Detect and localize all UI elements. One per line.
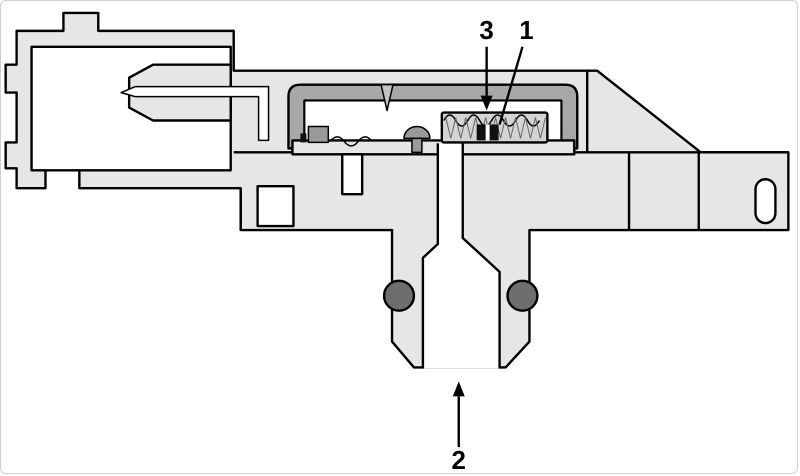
callout-2-arrowhead [452,381,465,397]
component-chip-small [300,133,307,143]
component-block [307,125,330,144]
protective-gel-waves [443,114,541,127]
port-bore [422,143,500,369]
gel-hatch-pattern [445,117,546,139]
callout-1-leader-line [498,46,524,125]
bracket-lightening-hole [256,185,295,228]
pressure-channel [421,143,501,369]
terminal-blade [120,85,270,142]
callouts: 3 1 2 [452,17,534,474]
o-ring-right [506,279,539,312]
callout-2-label: 2 [452,447,466,474]
vent-pin [380,83,394,112]
support-leg-slot [341,153,364,196]
port-bore-left-wall [421,143,440,369]
port-seals [382,279,539,312]
carrier-plate [291,139,576,156]
sensing-element [440,111,549,144]
sensor-chip-gap [485,124,490,141]
electrical-connector [30,45,270,172]
callout-3-arrowhead [480,95,493,111]
rivet-dome [403,125,431,140]
callout-3-label: 3 [479,17,493,45]
callout-1-label: 1 [519,17,533,45]
o-ring-left [382,279,416,312]
port-bore-right-wall [461,143,501,369]
mounting-hole [754,178,777,225]
bond-wire [329,136,373,147]
rivet-stem [411,137,423,154]
